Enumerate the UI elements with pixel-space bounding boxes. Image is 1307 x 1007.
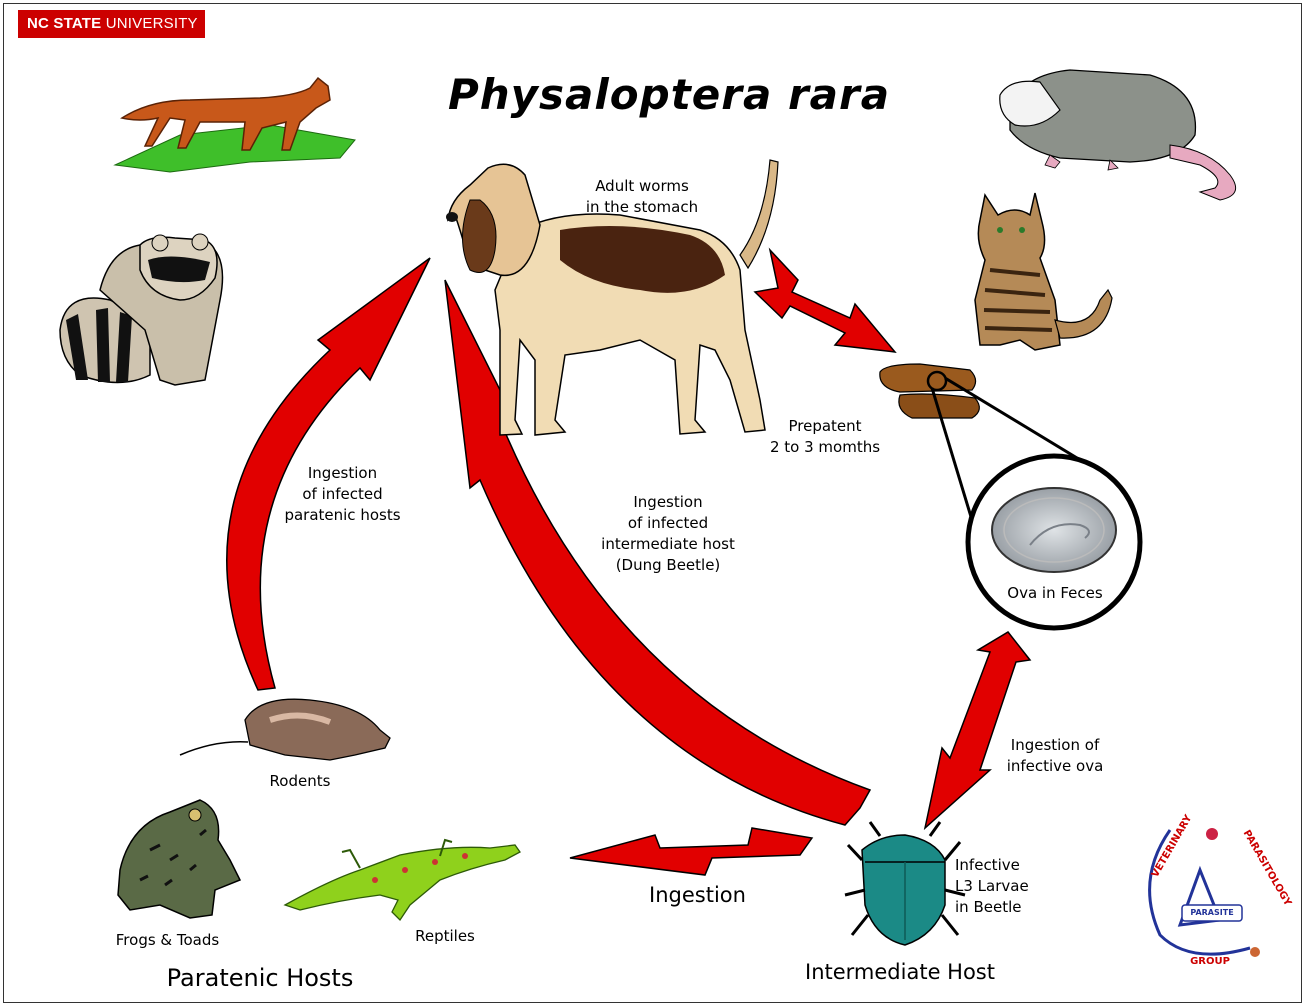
- reptiles-label: Reptiles: [395, 926, 495, 947]
- frogs-toads-label: Frogs & Toads: [95, 930, 240, 951]
- frog-illustration: [118, 800, 240, 918]
- arrow-beetle-to-reptiles: [570, 828, 812, 875]
- paratenic-hosts-label: Paratenic Hosts: [140, 968, 380, 989]
- logo-text-group: GROUP: [1180, 956, 1240, 968]
- logo-text-parasite: PARASITE: [1182, 906, 1242, 920]
- raccoon-illustration: [60, 234, 223, 385]
- cat-illustration: [975, 193, 1112, 350]
- dung-beetle-illustration: [845, 822, 965, 945]
- ingestion-label: Ingestion: [625, 885, 770, 906]
- rodent-illustration: [180, 699, 390, 760]
- rodents-label: Rodents: [250, 771, 350, 792]
- arrow-dog-to-feces: [755, 250, 895, 352]
- opossum-illustration: [1000, 70, 1236, 200]
- fox-illustration: [115, 78, 355, 172]
- arrow-feces-to-beetle: [925, 632, 1030, 828]
- intermediate-host-label: Intermediate Host: [785, 962, 1015, 983]
- reptile-illustration: [285, 840, 520, 920]
- ova-in-feces-label: Ova in Feces: [990, 583, 1120, 604]
